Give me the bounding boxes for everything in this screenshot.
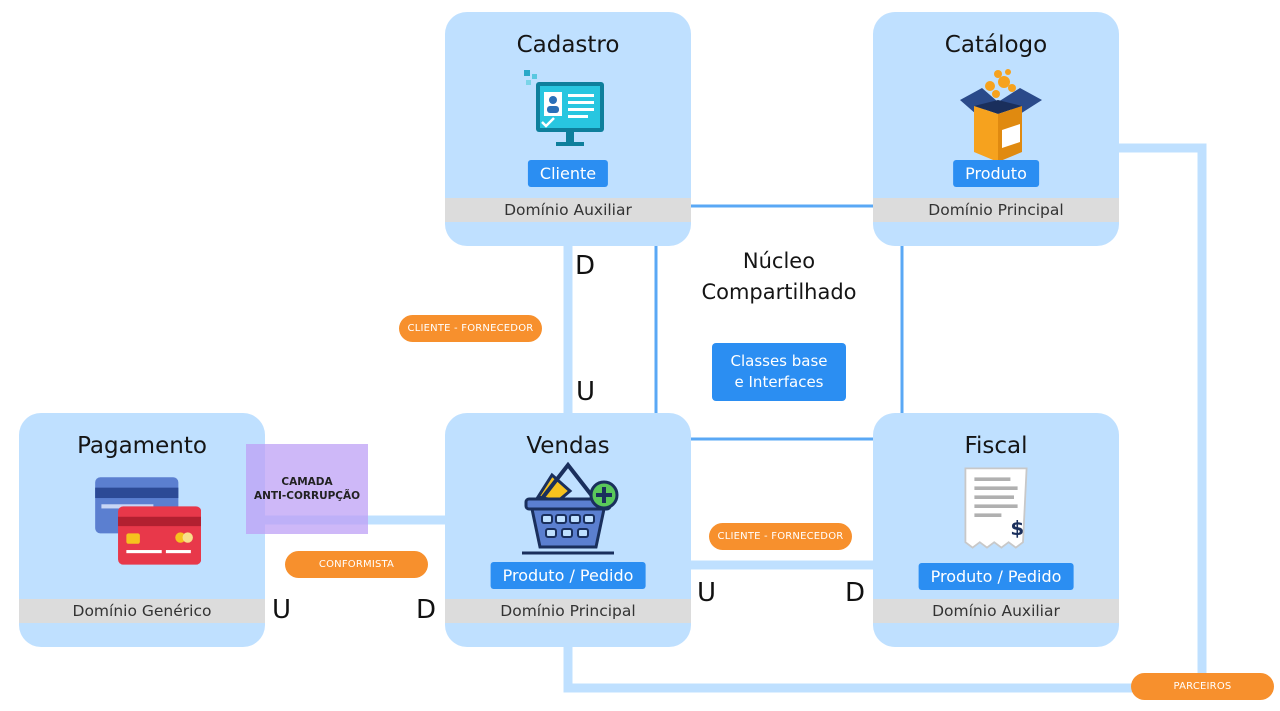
customer-registry-monitor-icon [524,70,604,146]
downstream-marker: D [416,595,437,625]
context-title: Vendas [526,433,610,459]
product-box-icon [960,69,1042,162]
domain-label: Domínio Auxiliar [445,198,691,222]
shared-kernel-title-line2: Compartilhado [701,280,857,304]
cadastro-vendas-relationship-badge: CLIENTE - FORNECEDOR [399,315,542,342]
context-title: Pagamento [77,433,207,459]
downstream-marker: D [845,578,866,608]
pagamento-vendas-relationship-badge: CONFORMISTA [285,551,428,578]
shared-kernel-box: Classes base e Interfaces [712,343,846,401]
shared-kernel-title-line1: Núcleo [742,249,816,273]
context-vendas[interactable]: Vendas Produto / Pedido Domínio Principa… [445,413,691,647]
upstream-marker: U [697,578,717,608]
context-cadastro[interactable]: Cadastro Cliente Domínio Auxiliar [445,12,691,246]
vendas-fiscal-relationship-badge: CLIENTE - FORNECEDOR [709,523,852,550]
svg-text:$: $ [1010,517,1024,540]
upstream-marker: U [576,377,596,407]
domain-label: Domínio Principal [445,599,691,623]
credit-cards-icon [95,477,201,565]
context-title: Cadastro [516,32,620,58]
downstream-marker: D [575,251,596,281]
anti-corruption-layer: CAMADA ANTI-CORRUPÇÃO [246,444,368,534]
receipt-invoice-icon: $ [964,467,1028,549]
context-catalogo[interactable]: Catálogo Produto Domínio Principal [873,12,1119,246]
shared-kernel-outline [654,204,904,441]
domain-label: Domínio Auxiliar [873,599,1119,623]
entity-label: Cliente [527,160,609,187]
entity-label: Produto [953,160,1039,187]
acl-line2: ANTI-CORRUPÇÃO [253,490,361,502]
acl-line1: CAMADA [281,476,333,488]
context-title: Catálogo [944,32,1048,58]
domain-label: Domínio Genérico [19,599,265,623]
shopping-basket-icon [522,461,619,555]
partners-relationship-badge: PARCEIROS [1131,673,1274,700]
upstream-marker: U [272,595,292,625]
shared-kernel-title: Núcleo Compartilhado [676,246,882,308]
context-pagamento[interactable]: Pagamento Domínio Genérico [19,413,265,647]
entity-label: Produto / Pedido [918,563,1074,590]
context-title: Fiscal [964,433,1028,459]
entity-label: Produto / Pedido [490,562,646,589]
shared-kernel-box-line1: Classes base [730,352,828,370]
context-fiscal[interactable]: Fiscal $ Produto / Pedido Domínio Auxili… [873,413,1119,647]
domain-label: Domínio Principal [873,198,1119,222]
shared-kernel-box-line2: e Interfaces [734,373,824,391]
